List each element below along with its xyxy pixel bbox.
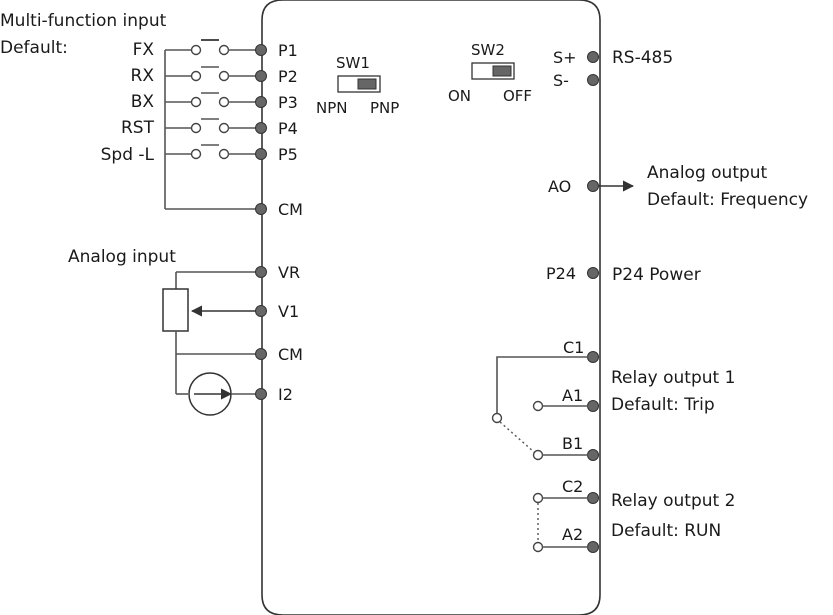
sw2-dip-switch: SW2 ON OFF — [448, 41, 532, 105]
terminal-dot — [587, 541, 599, 553]
p24-terminal-label: P24 — [546, 264, 576, 283]
input-row-1: FX P1 — [133, 39, 298, 60]
relay-output-1: C1 A1 B1 Relay output 1 Default: Trip — [491, 338, 735, 461]
default-label: Default: — [0, 38, 68, 58]
ao-terminal-label: AO — [548, 177, 571, 196]
terminal-dot — [255, 266, 267, 278]
relay-output-2-default: Default: RUN — [611, 521, 721, 541]
i2-terminal-label: I2 — [278, 385, 293, 404]
input-row-5: Spd -L P5 — [101, 144, 298, 165]
terminal-dot — [587, 449, 599, 461]
terminal-dot — [255, 388, 267, 400]
sw2-left-label: ON — [448, 87, 471, 105]
relay-output-2-title: Relay output 2 — [611, 491, 735, 511]
terminal-dot — [587, 267, 599, 279]
terminal-dot — [255, 148, 267, 160]
cm-terminal-label: CM — [278, 200, 303, 219]
b1-terminal-label: B1 — [562, 434, 583, 453]
terminal-dot — [587, 492, 599, 504]
terminal-dot — [255, 96, 267, 108]
s-minus-label: S- — [553, 71, 569, 90]
input-row-2: RX P2 — [131, 66, 298, 86]
sw1-dip-switch: SW1 NPN PNP — [316, 54, 399, 117]
cm-terminal-label: CM — [278, 345, 303, 364]
sw1-right-label: PNP — [370, 99, 399, 117]
vr-terminal-label: VR — [278, 263, 300, 282]
terminal-dot — [255, 348, 267, 360]
input-terminal-label: P2 — [278, 67, 298, 86]
a2-terminal-label: A2 — [562, 525, 583, 544]
analog-output-default: Default: Frequency — [647, 190, 808, 210]
input-row-3: BX P3 — [131, 92, 298, 112]
relay-output-1-default: Default: Trip — [611, 395, 715, 415]
sw2-right-label: OFF — [503, 87, 532, 105]
terminal-dot — [255, 122, 267, 134]
input-function-label: RX — [131, 66, 155, 86]
rs485-label: RS-485 — [612, 48, 673, 68]
sw1-label: SW1 — [336, 54, 370, 72]
analog-output-title: Analog output — [647, 163, 768, 183]
input-row-4: RST P4 — [121, 118, 298, 138]
sw1-left-label: NPN — [316, 99, 348, 117]
input-terminal-label: P3 — [278, 93, 298, 112]
terminal-dot — [587, 180, 599, 192]
terminal-dot — [255, 44, 267, 56]
analog-input-title: Analog input — [68, 247, 176, 267]
input-terminal-label: P5 — [278, 145, 298, 164]
v1-terminal-label: V1 — [278, 302, 299, 321]
terminal-dot — [587, 351, 599, 363]
s-plus-label: S+ — [553, 48, 577, 67]
sw1-slider — [357, 78, 377, 90]
input-function-label: FX — [133, 40, 155, 60]
sw2-slider — [492, 65, 512, 77]
input-function-label: RST — [121, 118, 155, 138]
p24-power-label: P24 Power — [612, 265, 701, 285]
terminal-dot — [255, 70, 267, 82]
terminal-dot — [255, 305, 267, 317]
input-terminal-label: P4 — [278, 119, 298, 138]
sw2-label: SW2 — [471, 41, 505, 59]
input-function-label: Spd -L — [101, 145, 155, 165]
potentiometer — [162, 288, 189, 332]
input-function-label: BX — [131, 92, 155, 112]
terminal-dot — [255, 203, 267, 215]
a1-terminal-label: A1 — [562, 386, 583, 405]
c2-terminal-label: C2 — [562, 477, 583, 496]
terminal-dot — [587, 400, 599, 412]
multi-function-input-title: Multi-function input — [0, 11, 167, 31]
terminal-dot — [587, 51, 599, 63]
input-terminal-label: P1 — [278, 41, 298, 60]
relay-output-2: C2 A2 Relay output 2 Default: RUN — [532, 477, 735, 553]
relay-output-1-title: Relay output 1 — [611, 368, 735, 388]
terminal-dot — [587, 74, 599, 86]
c1-terminal-label: C1 — [563, 338, 584, 357]
inverter-body — [261, 0, 601, 615]
